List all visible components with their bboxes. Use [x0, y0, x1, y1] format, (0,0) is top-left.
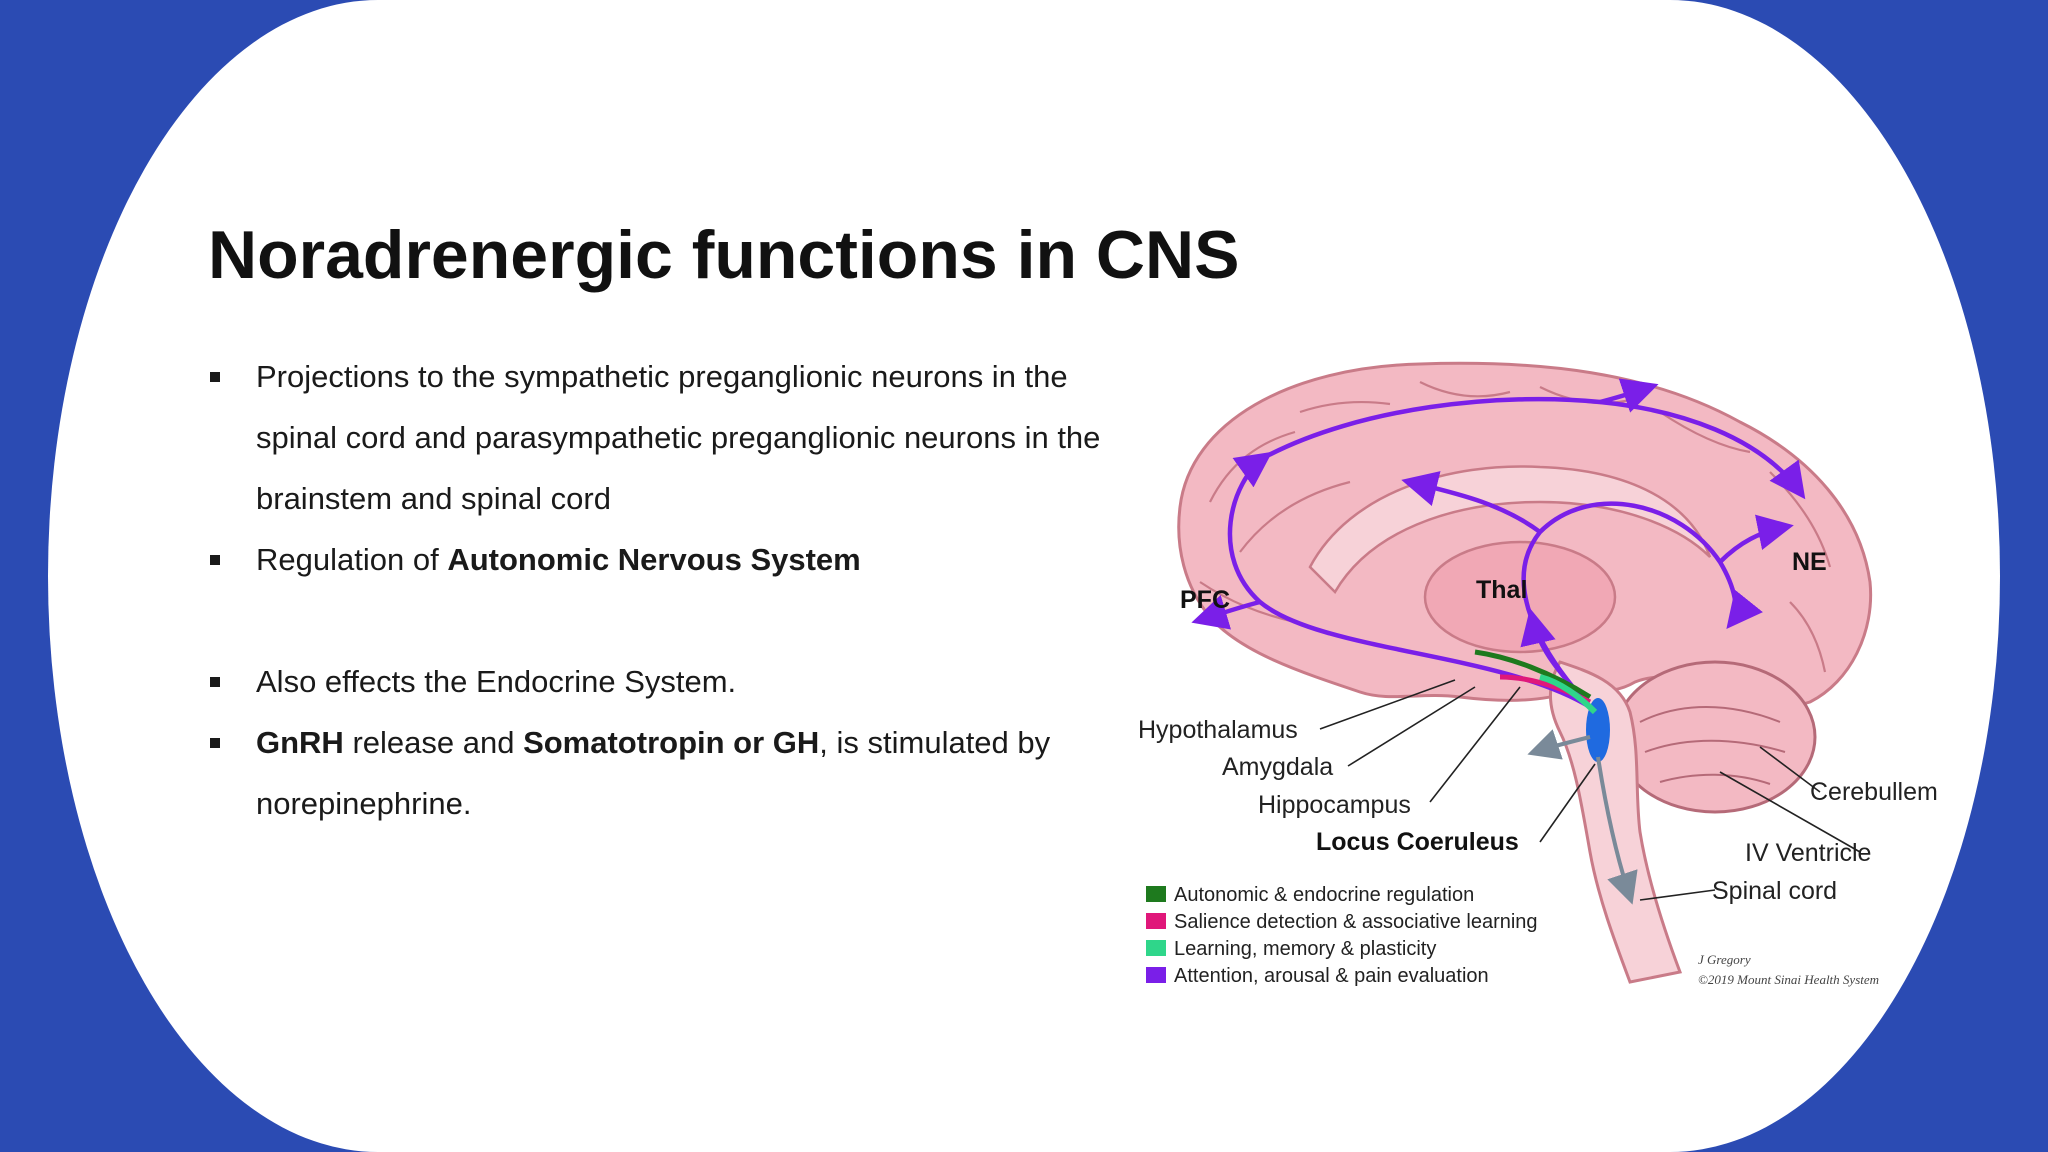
credit-author: J Gregory: [1698, 952, 1751, 967]
label-ne: NE: [1792, 548, 1827, 576]
label-hippocampus: Hippocampus: [1258, 791, 1411, 819]
cerebellum-folia: [1639, 706, 1786, 785]
learning-pathway: [1539, 674, 1598, 715]
legend-swatch: [1146, 886, 1166, 902]
legend-label: Learning, memory & plasticity: [1174, 938, 1436, 960]
bullet-marker: [210, 555, 220, 565]
label-amygdala: Amygdala: [1222, 753, 1333, 781]
legend-swatch: [1146, 913, 1166, 929]
credit-copyright: ©2019 Mount Sinai Health System: [1698, 972, 1879, 987]
label-pfc: PFC: [1180, 586, 1230, 614]
label-thal: Thal: [1476, 576, 1527, 604]
label-cerebellum: Cerebullem: [1810, 778, 1938, 806]
bullet-bold-text: Autonomic Nervous System: [447, 542, 861, 577]
bullet-item: Also effects the Endocrine System.: [208, 651, 1108, 712]
thalamus: [1423, 540, 1617, 654]
bullet-bold-text: Somatotropin or GH: [523, 725, 820, 760]
label-hypothalamus: Hypothalamus: [1138, 716, 1298, 744]
slide-title: Noradrenergic functions in CNS: [208, 217, 1240, 293]
legend-label: Salience detection & associative learnin…: [1174, 911, 1538, 933]
legend-label: Autonomic & endocrine regulation: [1174, 884, 1474, 906]
autonomic-pathway: [1474, 649, 1592, 700]
bullet-list: Projections to the sympathetic pregangli…: [208, 346, 1108, 834]
locus-coeruleus-nucleus: [1586, 698, 1610, 762]
legend-swatch: [1146, 940, 1166, 956]
label-spinal-cord: Spinal cord: [1712, 877, 1837, 905]
bullet-item: Projections to the sympathetic pregangli…: [208, 346, 1108, 529]
bullet-marker: [210, 677, 220, 687]
bullet-bold-text: GnRH: [256, 725, 344, 760]
bullet-text: , is stimulated by norepinephrine.: [256, 725, 1051, 821]
bullet-item: Regulation of Autonomic Nervous System: [208, 529, 1108, 590]
label-locus-coeruleus: Locus Coeruleus: [1316, 828, 1519, 856]
bullet-marker: [210, 738, 220, 748]
bullet-text: Regulation of: [256, 542, 448, 577]
bullet-text: Projections to the sympathetic pregangli…: [256, 359, 1101, 516]
descending-projections: [1527, 729, 1638, 905]
brain-diagram: PFC Thal NE Hypothalamus Amygdala Hippoc…: [1120, 352, 1980, 1012]
bullet-text: Also effects the Endocrine System.: [256, 664, 737, 699]
bullet-text: release and: [343, 725, 524, 760]
bullet-marker: [210, 372, 220, 382]
label-iv-ventricle: IV Ventricle: [1745, 839, 1871, 867]
legend: Autonomic & endocrine regulation Salienc…: [1146, 884, 1538, 987]
leader-lines: [1319, 679, 1861, 901]
brain-cortex: [1177, 361, 1873, 708]
legend-swatch: [1146, 967, 1166, 983]
legend-label: Attention, arousal & pain evaluation: [1174, 965, 1489, 987]
cerebellum: [1613, 660, 1817, 814]
bullet-item: GnRH release and Somatotropin or GH, is …: [208, 712, 1108, 834]
